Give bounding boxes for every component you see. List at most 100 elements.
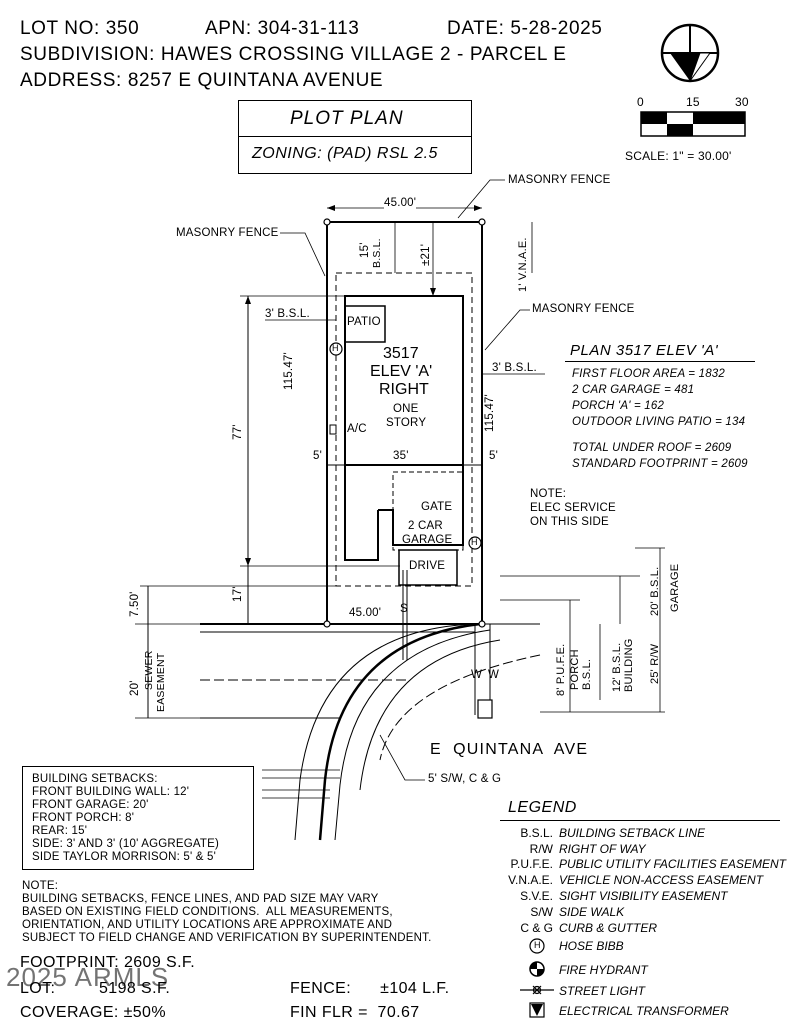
patio-label: PATIO	[347, 316, 381, 328]
apn: APN: 304-31-113	[205, 18, 360, 39]
house-elev: ELEV 'A'	[370, 363, 433, 380]
house-plan-number: 3517	[383, 345, 419, 362]
setbacks-line-6: SIDE: 3' AND 3' (10' AGGREGATE)	[32, 838, 220, 850]
legend-abbr: B.S.L.	[520, 826, 553, 840]
fire-hydrant-icon	[529, 961, 545, 977]
dim-7-50: 7.50'	[129, 591, 141, 617]
masonry-fence-left: MASONRY FENCE	[176, 227, 279, 239]
legend-item-hose: HOSE BIBB	[559, 940, 624, 952]
setbacks-line-3: FRONT GARAGE: 20'	[32, 799, 149, 811]
building-bsl-1: 12' B.S.L.	[611, 642, 623, 692]
water-mark-1: W	[471, 669, 483, 681]
legend-item-hydrant: FIRE HYDRANT	[559, 964, 648, 976]
legend-desc: VEHICLE NON-ACCESS EASEMENT	[559, 873, 764, 887]
fin-floor-stat: FIN FLR = 70.67	[290, 1004, 420, 1021]
rw-label: 25' R/W	[649, 643, 661, 684]
legend-item-sw: S/W SIDE WALK	[530, 905, 625, 919]
garage-label-2: GARAGE	[402, 534, 453, 546]
ac-label: A/C	[347, 423, 367, 435]
dim-left-side: 115.47'	[283, 352, 295, 390]
legend-desc: SIDE WALK	[559, 905, 625, 919]
plan-info-line-1: FIRST FLOOR AREA = 1832	[572, 368, 725, 380]
legend-desc: CURB & GUTTER	[559, 921, 658, 935]
fence-stat: FENCE: ±104 L.F.	[290, 980, 450, 997]
note-line-1: NOTE:	[22, 880, 59, 892]
hose-bibb-icon-2: H	[471, 537, 478, 547]
drive-label: DRIVE	[409, 560, 446, 572]
dim-right-side: 115.47'	[484, 394, 496, 432]
elec-note-3: ON THIS SIDE	[530, 516, 609, 528]
legend-abbr: S.V.E.	[520, 889, 553, 903]
zoning-box	[238, 136, 472, 174]
house-story: STORY	[386, 417, 427, 429]
porch-bsl-2: B.S.L.	[581, 658, 593, 690]
pufe-label: 8' P.U.F.E.	[555, 643, 567, 696]
legend-underline	[500, 820, 780, 821]
garage-bsl-1: 20' B.S.L.	[649, 566, 661, 616]
dim-3-bsl-left: 3' B.S.L.	[265, 308, 310, 320]
legend-desc: ELECTRICAL TRANSFORMER	[559, 1004, 729, 1018]
sw-cg-label: 5' S/W, C & G	[428, 773, 502, 785]
water-mark-2: W	[488, 669, 500, 681]
dim-5-right: 5'	[489, 450, 498, 462]
legend-item-bsl: B.S.L.BUILDING SETBACK LINE	[520, 827, 705, 839]
legend-abbr: C & G	[520, 921, 553, 935]
hose-bibb-icon: H	[332, 343, 339, 353]
sewer-easement-2: EASEMENT	[155, 652, 167, 712]
legend-abbr: R/W	[529, 842, 553, 856]
plan-info-line-2: 2 CAR GARAGE = 481	[572, 384, 695, 396]
elec-note-1: NOTE:	[530, 488, 567, 500]
street-light-icon	[520, 985, 554, 995]
date: DATE: 5-28-2025	[447, 18, 603, 39]
building-bsl-2: BUILDING	[623, 638, 635, 692]
address: ADDRESS: 8257 E QUINTANA AVENUE	[20, 70, 384, 91]
plan-info-line-3: PORCH 'A' = 162	[572, 400, 665, 412]
plan-info-line-4: OUTDOOR LIVING PATIO = 134	[572, 416, 746, 428]
setbacks-line-1: BUILDING SETBACKS:	[32, 773, 158, 785]
zoning-label: ZONING: (PAD) RSL 2.5	[252, 145, 438, 162]
masonry-fence-top: MASONRY FENCE	[508, 174, 611, 186]
legend-desc: SIGHT VISIBILITY EASEMENT	[559, 889, 728, 903]
plan-info-underline	[565, 361, 755, 362]
house-orient: RIGHT	[379, 381, 429, 398]
footprint-stat: FOOTPRINT: 2609 S.F.	[20, 954, 196, 971]
dim-bottom-width: 45.00'	[349, 607, 382, 619]
gate-label: GATE	[421, 501, 453, 513]
house-one: ONE	[393, 403, 419, 415]
plot-plan-title: PLOT PLAN	[290, 108, 404, 129]
legend-item-pufe: P.U.F.E. PUBLIC UTILITY FACILITIES EASEME…	[511, 857, 786, 871]
note-line-5: SUBJECT TO FIELD CHANGE AND VERIFICATION…	[22, 932, 432, 944]
garage-label-1: 2 CAR	[408, 520, 443, 532]
setbacks-line-5: REAR: 15'	[32, 825, 88, 837]
transformer-icon	[529, 1002, 545, 1018]
lot-number: LOT NO: 350	[20, 18, 140, 39]
garage-bsl-2: GARAGE	[669, 563, 681, 612]
legend-item-light: STREET LIGHT	[559, 985, 645, 997]
scale-tick-30: 30	[735, 95, 749, 109]
setbacks-line-2: FRONT BUILDING WALL: 12'	[32, 786, 190, 798]
scale-tick-15: 15	[686, 95, 700, 109]
setbacks-line-4: FRONT PORCH: 8'	[32, 812, 135, 824]
legend-title: LEGEND	[508, 799, 577, 816]
legend-item-transformer: ELECTRICAL TRANSFORMER	[559, 1005, 729, 1017]
legend-desc: PUBLIC UTILITY FACILITIES EASEMENT	[559, 857, 786, 871]
legend-item-vnae: V.N.A.E. VEHICLE NON-ACCESS EASEMENT	[508, 873, 764, 887]
subdivision: SUBDIVISION: HAWES CROSSING VILLAGE 2 - …	[20, 44, 567, 65]
dim-35: 35'	[393, 450, 409, 462]
coverage-stat: COVERAGE: ±50%	[20, 1004, 166, 1021]
legend-desc: HOSE BIBB	[559, 939, 624, 953]
legend-abbr: V.N.A.E.	[508, 873, 553, 887]
dim-3-bsl-right: 3' B.S.L.	[492, 362, 537, 374]
watermark: 2025 ARMLS	[6, 962, 170, 992]
sewer-mark: S	[400, 603, 408, 615]
sewer-easement-1: SEWER	[143, 650, 155, 690]
legend-abbr: S/W	[530, 905, 553, 919]
plan-info-total-2: STANDARD FOOTPRINT = 2609	[572, 458, 748, 470]
plan-info-title: PLAN 3517 ELEV 'A'	[570, 342, 719, 359]
scale-label: SCALE: 1" = 30.00'	[625, 149, 732, 163]
legend-abbr: P.U.F.E.	[510, 857, 553, 871]
dim-20-sewer: 20'	[129, 680, 141, 696]
dim-15: 15'	[359, 242, 371, 258]
legend-desc: FIRE HYDRANT	[559, 963, 648, 977]
